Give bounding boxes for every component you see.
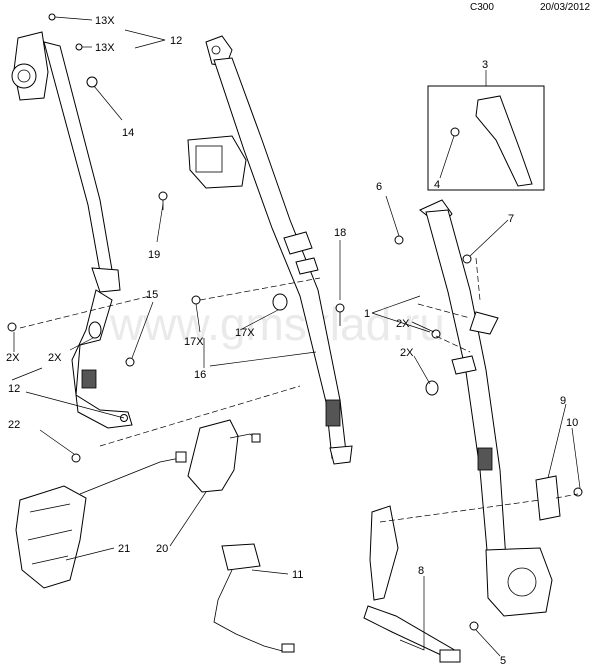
diagram-date: 20/03/2012 [540,2,590,13]
callout-10: 10 [566,417,578,429]
callout-7: 7 [508,213,514,225]
callout-labels: 13X 13X 12 14 19 18 15 2X 2X 12 17X 17X … [6,15,578,667]
part-20-buckle [187,419,239,493]
part-6-bolt [394,235,404,245]
left-anchor-label [81,369,97,389]
callout-2x-left-a: 2X [6,352,20,364]
lower-buckles [15,419,295,653]
diagram-code: C300 [470,2,494,13]
part-2-washer-right [431,329,441,339]
part-17-spacer [272,293,288,311]
callout-18: 18 [334,227,346,239]
part-17-washer [191,295,201,305]
part-4-screw [450,127,460,137]
part-15-clip [125,357,135,367]
callout-12-top: 12 [170,35,182,47]
callout-2x-left-b: 2X [48,352,62,364]
part-13-clip-a [48,13,56,21]
part-18-bolt [335,303,345,313]
assembly-reference-lines [19,257,579,523]
callout-20: 20 [156,543,168,555]
center-lower-anchor [329,445,353,465]
part-14-nut [86,76,98,88]
part-7-clip [462,254,472,264]
part-19-bolt [158,191,168,201]
left-belt-webbing [43,41,113,273]
callout-4: 4 [434,179,440,191]
leader-lines [11,16,581,657]
part-13-clip-b [75,43,83,51]
callout-2x-right-a: 2X [396,318,410,330]
callout-22: 22 [8,419,20,431]
callout-1: 1 [364,308,370,320]
callout-13x-b: 13X [95,42,115,54]
center-belt-label [325,399,341,427]
callout-6: 6 [376,181,382,193]
part-2-spacer-right [425,380,439,396]
callout-15: 15 [146,289,158,301]
callout-8: 8 [418,565,424,577]
part-10-nut [573,487,583,497]
callout-17x-b: 17X [235,327,255,339]
right-belt-tongue [451,355,477,375]
right-belt-label [477,447,493,471]
center-belt-webbing [213,57,347,459]
part-2-washer-left [7,322,17,332]
detail-anchor-bracket [475,95,533,187]
left-retractor-spool [11,63,37,89]
callout-9: 9 [560,395,566,407]
right-retractor [485,547,553,617]
callout-2x-right-b: 2X [400,347,414,359]
callout-21: 21 [118,543,130,555]
rear-left-belt-assembly [7,13,135,429]
part-8-buckle-stalk [369,505,399,601]
part-22-nut [71,453,81,463]
callout-3: 3 [482,59,488,71]
part-2-spacer-left [88,321,102,339]
callout-12-left: 12 [8,383,20,395]
part-21-wire [79,457,181,495]
part-11-buckle [221,543,261,571]
callout-11: 11 [292,569,303,581]
right-belt-guide [469,311,499,335]
center-belt-assembly [158,35,353,465]
callout-19: 19 [148,249,160,261]
center-belt-tongue [295,257,319,275]
callout-13x-a: 13X [95,15,115,27]
part-21-buckle-cluster [15,485,87,589]
callout-17x-a: 17X [184,336,204,348]
left-belt-anchor-plate [71,289,133,429]
part-9-bracket [535,475,561,521]
callout-16: 16 [194,369,206,381]
part-5-bolt [469,621,479,631]
center-retractor [187,135,247,189]
callout-5: 5 [500,655,506,667]
right-belt-assembly [363,85,583,663]
center-belt-guide [283,231,313,255]
callout-14: 14 [122,127,134,139]
left-belt-buckle-tongue [91,267,121,293]
